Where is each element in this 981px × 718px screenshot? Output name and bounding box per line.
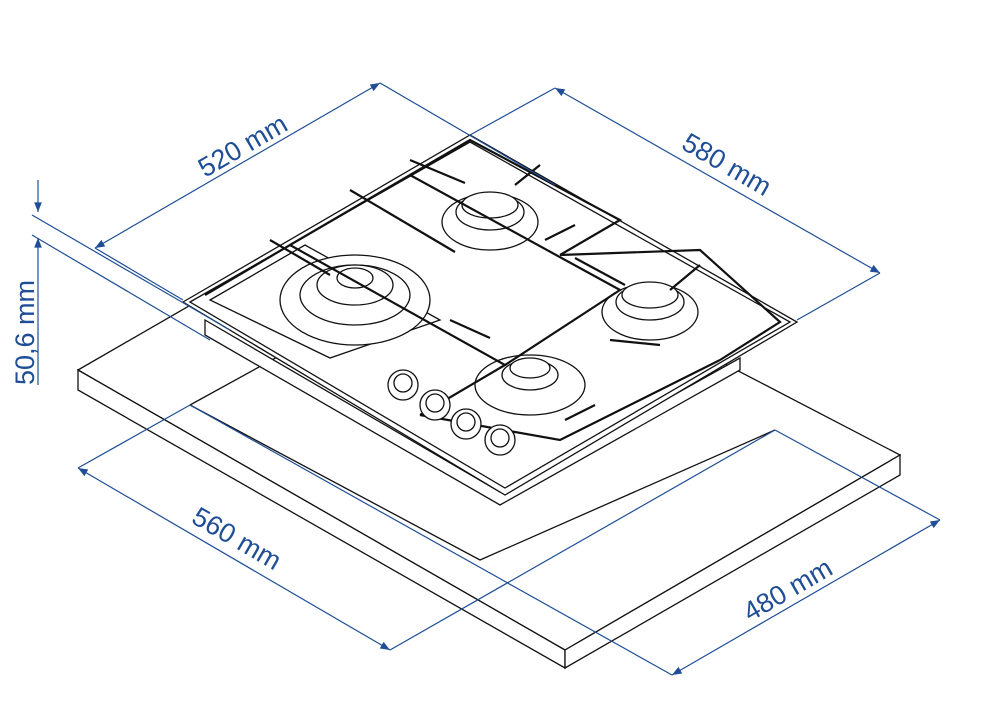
- dimension-lines: [31, 82, 941, 676]
- label-560mm: 560 mm: [187, 501, 286, 576]
- burner-wok: [279, 254, 431, 346]
- control-knobs: [387, 369, 516, 456]
- label-50-6mm: 50,6 mm: [10, 280, 40, 385]
- burner-front: [474, 354, 586, 416]
- burner-right: [601, 281, 699, 341]
- cutout-outline: [189, 404, 776, 561]
- label-480mm: 480 mm: [738, 552, 837, 627]
- label-580mm: 580 mm: [677, 127, 776, 202]
- label-520mm: 520 mm: [193, 108, 292, 183]
